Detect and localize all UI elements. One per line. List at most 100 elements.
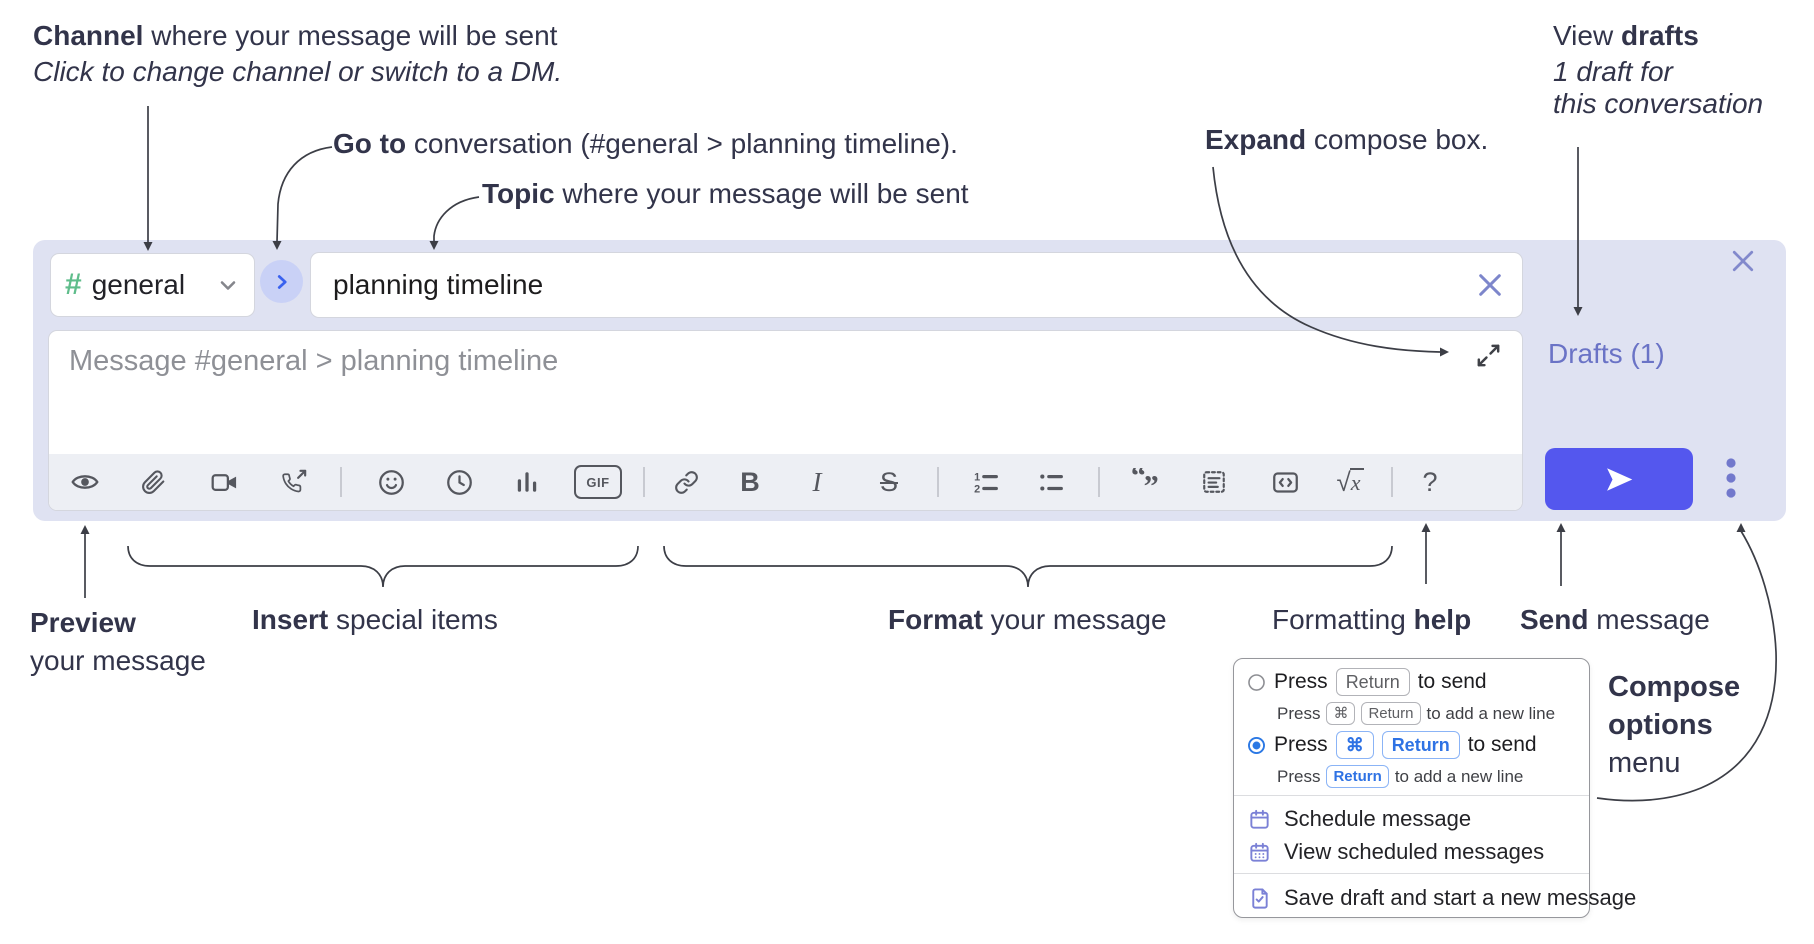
emoji-button[interactable] <box>371 460 411 504</box>
bold-button[interactable]: B <box>730 460 770 504</box>
compose-options-annotation: Compose options menu <box>1608 671 1741 779</box>
italic-icon: I <box>812 466 822 497</box>
save-draft-item[interactable]: Save draft and start a new message <box>1248 885 1636 911</box>
return-key: Return <box>1326 765 1389 788</box>
ordered-list-icon: 12 <box>974 471 998 495</box>
return-key: Return <box>1381 731 1460 759</box>
insert-annotation: Insert special items <box>252 604 498 635</box>
radio-selected-icon <box>1248 736 1265 754</box>
channel-annotation: Channel where your message will be sent <box>33 20 558 51</box>
channel-selector[interactable]: # general <box>50 253 255 317</box>
link-button[interactable] <box>666 460 706 504</box>
send-option-cmd-return[interactable]: Press ⌘ Return to send <box>1247 731 1537 759</box>
preview-annotation: Preview your message <box>30 607 206 676</box>
drafts-annotation-line2: 1 draft for <box>1553 56 1673 87</box>
send-button[interactable] <box>1545 448 1693 510</box>
formatting-help-annotation: Formatting help <box>1272 604 1472 635</box>
goto-conversation-button[interactable] <box>260 260 303 303</box>
toolbar-divider <box>1391 467 1393 497</box>
view-scheduled-item[interactable]: View scheduled messages <box>1248 839 1544 865</box>
clock-icon <box>446 469 472 495</box>
gif-icon: GIF <box>574 465 622 499</box>
toolbar-divider <box>340 467 342 497</box>
compose-options-menu: Press Return to send Press ⌘ Return to a… <box>1233 658 1636 918</box>
topic-input[interactable] <box>331 268 1474 302</box>
send-icon <box>1606 467 1632 491</box>
format-annotation: Format your message <box>888 604 1167 635</box>
blockquote-button[interactable]: “” <box>1126 460 1166 504</box>
calendar-dots-icon <box>1250 842 1269 862</box>
hash-icon: # <box>65 268 82 301</box>
bullet-list-icon <box>1040 474 1063 491</box>
emoji-smile-icon <box>378 469 404 495</box>
kebab-menu-icon <box>1726 458 1736 498</box>
drafts-link[interactable]: Drafts (1) <box>1548 338 1665 369</box>
draft-check-icon <box>1252 887 1268 909</box>
channel-annotation-sub: Click to change channel or switch to a D… <box>33 56 563 87</box>
formula-button[interactable]: √x <box>1324 460 1376 504</box>
send-annotation: Send message <box>1520 604 1710 635</box>
formula-icon: √ <box>1336 466 1351 497</box>
toolbar-divider <box>1098 467 1100 497</box>
inline-code-icon <box>1272 471 1298 493</box>
close-compose-button[interactable] <box>1728 246 1758 276</box>
drafts-annotation: View drafts <box>1553 20 1699 51</box>
send-option-cmd-return-sub: Press Return to add a new line <box>1277 765 1523 788</box>
gif-button[interactable]: GIF <box>574 460 622 504</box>
menu-divider <box>1234 795 1589 796</box>
radio-unselected-icon <box>1248 673 1265 691</box>
strikethrough-icon: S <box>879 466 898 497</box>
formatting-help-button[interactable]: ? <box>1410 460 1450 504</box>
close-icon <box>1479 274 1501 296</box>
phone-outgoing-icon <box>282 469 307 493</box>
return-key: Return <box>1335 668 1410 696</box>
code-block-icon <box>1203 471 1225 493</box>
video-clip-button[interactable] <box>204 460 244 504</box>
poll-button[interactable] <box>507 460 547 504</box>
close-icon <box>1732 250 1754 272</box>
compose-box: # general <box>33 240 1786 521</box>
toolbar-divider <box>643 467 645 497</box>
expand-compose-button[interactable] <box>1475 342 1502 369</box>
svg-text:2: 2 <box>974 483 980 495</box>
send-option-return[interactable]: Press Return to send <box>1247 668 1487 696</box>
help-icon: ? <box>1422 466 1438 497</box>
eye-icon <box>71 475 99 489</box>
italic-button[interactable]: I <box>797 460 837 504</box>
link-icon <box>674 470 698 494</box>
topic-annotation: Topic where your message will be sent <box>482 178 969 209</box>
clear-topic-button[interactable] <box>1474 269 1506 301</box>
channel-name: general <box>91 269 186 300</box>
schedule-message-item[interactable]: Schedule message <box>1248 806 1471 832</box>
blockquote-icon: “” <box>1132 468 1159 496</box>
attach-file-button[interactable] <box>133 460 173 504</box>
strikethrough-button[interactable]: S <box>869 460 909 504</box>
bold-icon: B <box>740 466 760 497</box>
topic-field <box>310 252 1523 318</box>
bar-chart-icon <box>517 472 537 492</box>
audio-call-button[interactable] <box>274 460 314 504</box>
expand-icon <box>1477 344 1500 367</box>
cmd-key: ⌘ <box>1326 702 1356 725</box>
svg-text:”: ” <box>1144 469 1159 496</box>
goto-annotation: Go to conversation (#general > planning … <box>333 128 958 159</box>
calendar-icon <box>1250 809 1269 829</box>
chevron-right-icon <box>277 274 287 289</box>
bullet-list-button[interactable] <box>1031 460 1071 504</box>
compose-options-button[interactable] <box>1725 457 1737 499</box>
recent-items-button[interactable] <box>439 460 479 504</box>
chevron-down-icon <box>216 273 240 297</box>
preview-button[interactable] <box>65 460 105 504</box>
svg-text:“: “ <box>1132 468 1146 493</box>
expand-annotation: Expand compose box. <box>1205 124 1489 155</box>
send-option-return-sub: Press ⌘ Return to add a new line <box>1277 702 1555 725</box>
message-input[interactable] <box>49 331 1522 454</box>
inline-code-button[interactable] <box>1265 460 1305 504</box>
paperclip-icon <box>141 469 164 494</box>
code-block-button[interactable] <box>1194 460 1234 504</box>
video-camera-icon <box>211 473 236 491</box>
return-key: Return <box>1361 702 1421 725</box>
drafts-annotation-line3: this conversation <box>1553 88 1764 119</box>
